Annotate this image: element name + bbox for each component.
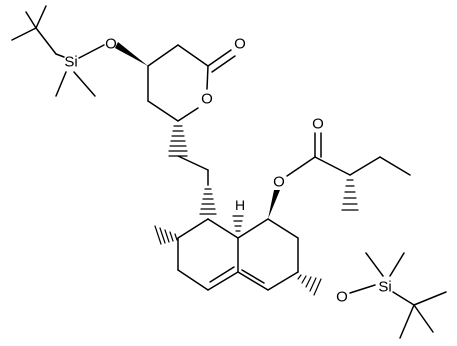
hexahydronaphthalene-core	[154, 190, 322, 296]
ethylene-linker	[177, 155, 217, 215]
hashed-wedge-methyl	[154, 225, 178, 245]
hashed-wedge-otbs	[297, 274, 322, 296]
lactone-ring	[115, 42, 236, 157]
atom-o-lactone-ring: O	[201, 91, 213, 108]
atom-si-tbs-ring: Si	[378, 279, 391, 296]
methylbutanoate-ester	[286, 132, 411, 211]
atom-o-tbs-lactone: O	[105, 36, 117, 53]
hashed-wedge-lactone	[168, 125, 188, 157]
tbs-group-lactone	[11, 5, 105, 97]
hashed-wedge-h	[232, 215, 244, 232]
atom-si-tbs-lactone: Si	[64, 54, 77, 71]
atom-o-ester-carbonyl: O	[312, 116, 324, 133]
atom-o-lactone-carbonyl: O	[234, 36, 246, 53]
atom-h-ring-fusion: H	[235, 197, 245, 213]
atom-o-ester: O	[273, 174, 285, 191]
atom-o-tbs-ring: O	[336, 289, 348, 306]
tbs-group-ring	[349, 252, 447, 339]
